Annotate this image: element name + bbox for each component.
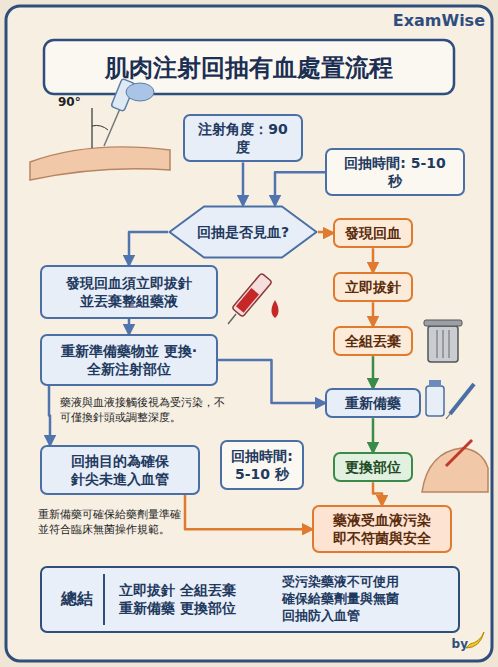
node-text: 重新準備藥物並 更換‧全新注射部位 [50, 342, 208, 378]
flow-arrow [373, 482, 382, 505]
flow-node: 回抽目的為確保 針尖未進入血管 [40, 445, 200, 495]
angle-label: 90° [58, 94, 98, 110]
flow-node: 回抽時間: 5-10 秒 [220, 440, 304, 490]
node-text: 更換部位 [345, 458, 401, 476]
flow-node: 發現回血須立即拔針 並丟棄整組藥液 [40, 265, 218, 319]
flow-arrow [275, 172, 325, 205]
note-text: 藥液與血液接觸後視為受污染，不可僅換針頭或調整深度。 [60, 396, 235, 426]
node-text: 全組丟棄 [345, 332, 401, 350]
flow-arrow [318, 232, 333, 233]
flow-arrow [242, 162, 245, 205]
banana-icon [466, 632, 484, 648]
note-text: 重新備藥可確保給藥劑量準確並符合臨床無菌操作規範。 [38, 508, 186, 538]
flow-arrow [372, 356, 375, 388]
flow-node: 發現回血 [333, 218, 413, 248]
node-text: 發現回血 [345, 224, 401, 242]
summary-band: 總結立即拔針 全組丟棄 重新備藥 更換部位受污染藥液不可使用 確保給藥劑量與無菌… [40, 566, 460, 633]
node-text: 回抽是否見血? [197, 223, 289, 241]
summary-heading: 總結 [50, 574, 105, 625]
flow-node: 重新準備藥物並 更換‧全新注射部位 [40, 334, 218, 386]
flow-arrow [129, 232, 168, 265]
decision-diamond: 回抽是否見血? [168, 205, 318, 259]
summary-text: 受污染藥液不可使用 確保給藥劑量與無菌 回抽防入血管 [282, 574, 450, 625]
flow-arrow [372, 302, 375, 326]
flow-arrow [218, 360, 325, 403]
shoulder-icon [422, 440, 488, 492]
brand-label: ExamWise [380, 10, 485, 32]
flow-node: 全組丟棄 [333, 326, 413, 356]
trash-can-icon [424, 320, 462, 362]
summary-text: 立即拔針 全組丟棄 重新備藥 更換部位 [119, 581, 267, 617]
flow-node: 更換部位 [333, 452, 413, 482]
node-text: 注射角度：90 度 [193, 120, 293, 156]
flow-node: 重新備藥 [325, 388, 421, 418]
flow-arrow [372, 248, 375, 272]
node-text: 立即拔針 [345, 278, 401, 296]
syringe-blood-icon [228, 273, 279, 324]
node-text: 發現回血須立即拔針 並丟棄整組藥液 [50, 274, 208, 310]
node-text: 重新備藥 [345, 394, 401, 412]
node-text: 藥液受血液污染 即不符菌與安全 [322, 511, 442, 547]
title-banner [44, 40, 454, 94]
credit-label: by [440, 636, 468, 652]
arm-injection [30, 78, 170, 180]
page-panel [6, 6, 492, 661]
flow-arrow [128, 319, 131, 334]
flow-arrow [185, 495, 312, 529]
node-text: 回抽時間: 5-10 秒 [335, 154, 455, 190]
node-text: 回抽時間: 5-10 秒 [230, 447, 294, 483]
flow-node: 藥液受血液污染 即不符菌與安全 [312, 505, 452, 553]
flow-arrow [49, 386, 50, 445]
title-text: 肌肉注射回抽有血處置流程 [44, 52, 454, 84]
node-text: 回抽目的為確保 針尖未進入血管 [50, 452, 190, 488]
flow-node: 立即拔針 [333, 272, 413, 302]
vial-syringe-icon [426, 380, 474, 419]
flow-arrow [372, 418, 375, 452]
flow-node: 回抽時間: 5-10 秒 [325, 148, 465, 196]
flow-node: 注射角度：90 度 [183, 114, 303, 162]
